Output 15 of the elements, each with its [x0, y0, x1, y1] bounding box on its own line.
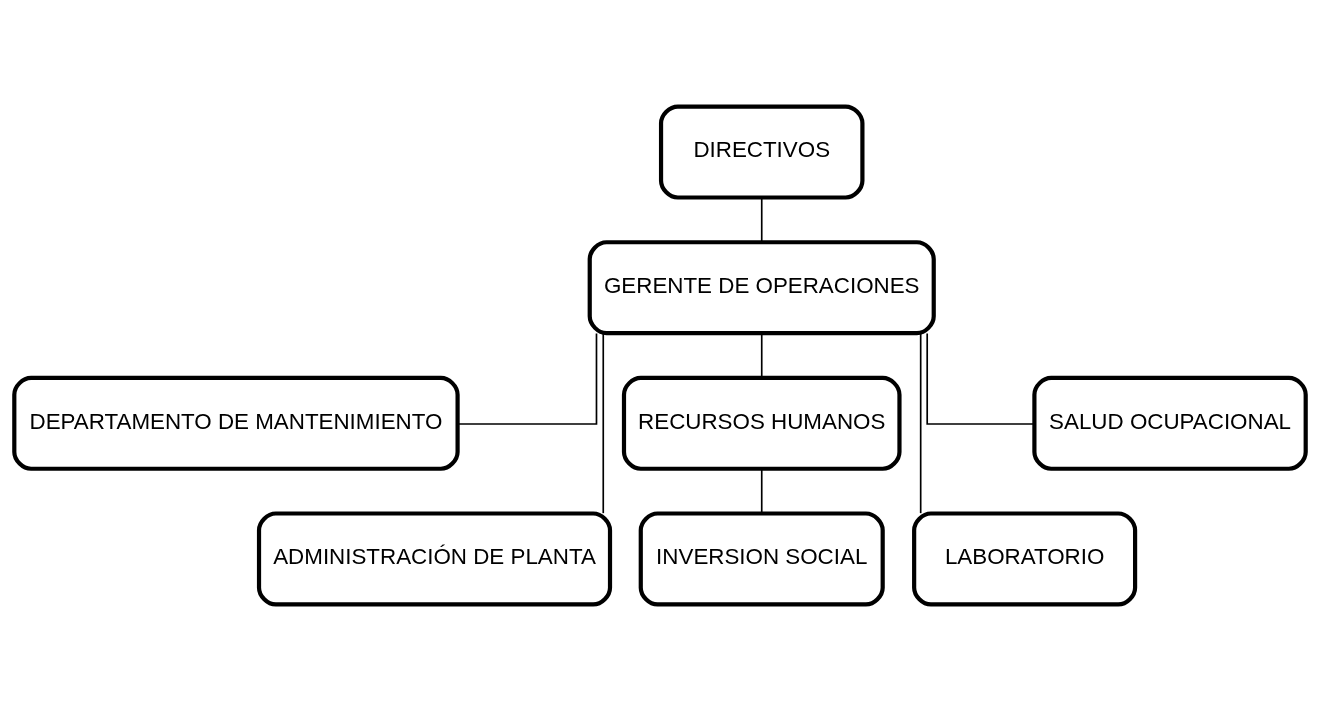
- connector: [926, 332, 1035, 425]
- node-box: RECURSOS HUMANOS: [621, 375, 902, 471]
- connector: [919, 332, 922, 514]
- node-box: ADMINISTRACIÓN DE PLANTA: [256, 511, 613, 607]
- node-box: DEPARTAMENTO DE MANTENIMIENTO: [12, 375, 460, 471]
- node-box: LABORATORIO: [912, 511, 1138, 607]
- node-box: GERENTE DE OPERACIONES: [587, 240, 936, 336]
- connector: [760, 196, 763, 243]
- connector: [760, 468, 763, 515]
- connector: [602, 332, 605, 514]
- node-box: DIRECTIVOS: [658, 104, 865, 200]
- connector: [760, 332, 763, 379]
- node-box: INVERSION SOCIAL: [638, 511, 885, 607]
- node-box: SALUD OCUPACIONAL: [1032, 375, 1308, 471]
- connector: [456, 332, 598, 425]
